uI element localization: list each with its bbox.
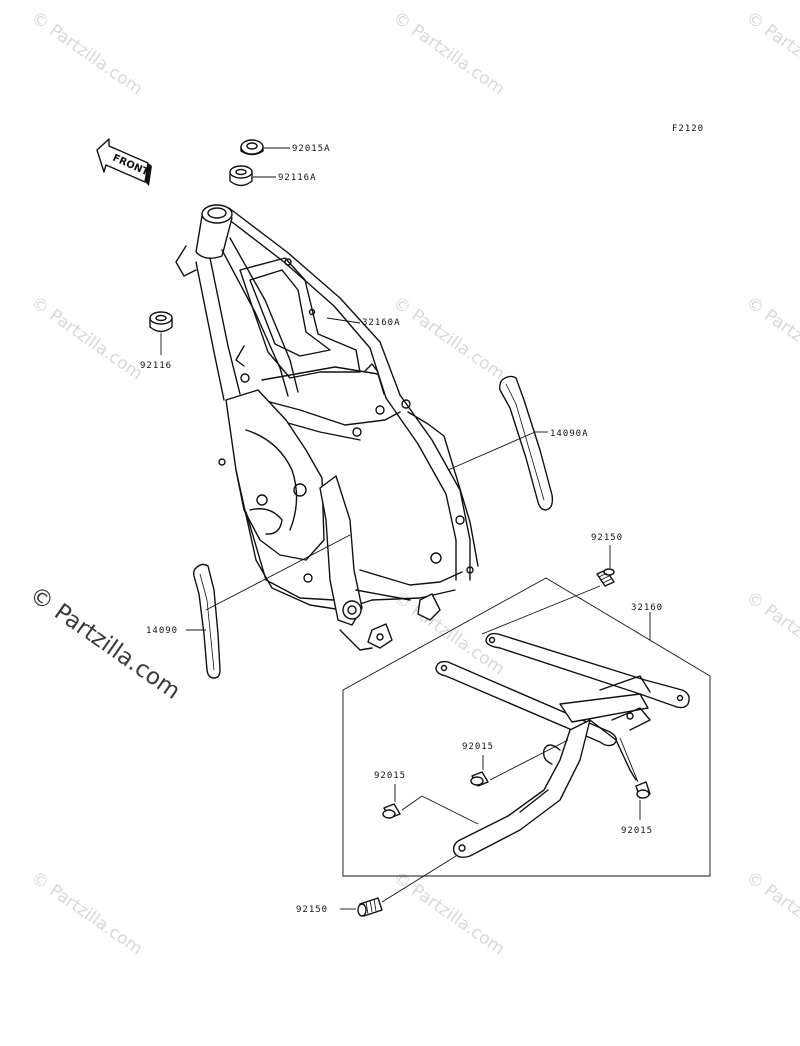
watermark-text: © Partzilla.com [389,8,508,100]
part-label-14090: 14090 [146,626,178,636]
part-label-92150-upper: 92150 [591,533,623,543]
main-frame-32160A [175,204,479,651]
part-label-92116: 92116 [140,361,172,371]
watermark-text: © Partzilla.com [742,868,800,960]
part-label-92150-lower: 92150 [296,905,328,915]
subframe-callout-box [342,577,711,877]
bolt-92150-lower-icon [357,897,383,917]
part-label-32160A: 32160A [362,318,401,328]
part-label-92015-mid: 92015 [462,742,494,752]
watermark-text: © Partzilla.com [742,588,800,680]
diagram-code: F2120 [672,124,704,134]
watermark-text: © Partzilla.com [27,868,146,960]
bolt-92015-mid-icon [470,771,489,787]
front-arrow-icon: FRONT [96,138,152,186]
bolt-92150-upper-icon [596,568,615,587]
watermark-text: © Partzilla.com [27,293,146,385]
part-label-14090A: 14090A [550,429,589,439]
watermark-text: © Partzilla.com [742,293,800,385]
frame-guard-14090A [499,375,554,511]
frame-guard-14090 [193,563,221,679]
watermark-layer: © Partzilla.com © Partzilla.com © Partzi… [25,8,800,960]
part-label-32160: 32160 [631,603,663,613]
watermark-text: © Partzilla.com [389,293,508,385]
part-label-92015-right: 92015 [621,826,653,836]
watermark-text: © Partzilla.com [389,868,508,960]
bolt-92015-left-icon [382,803,401,819]
bearing-92116A-icon [229,165,253,187]
watermark-text: © Partzilla.com [27,8,146,100]
part-label-92015A: 92015A [292,144,331,154]
nut-92015A-icon [240,139,264,156]
part-label-92015-left: 92015 [374,771,406,781]
part-label-92116A: 92116A [278,173,317,183]
watermark-large: © Partzilla.com [25,582,185,705]
watermark-text: © Partzilla.com [742,8,800,100]
bolt-92015-right-icon [635,781,651,799]
bearing-92116-icon [149,311,173,333]
subframe-32160 [435,632,690,859]
